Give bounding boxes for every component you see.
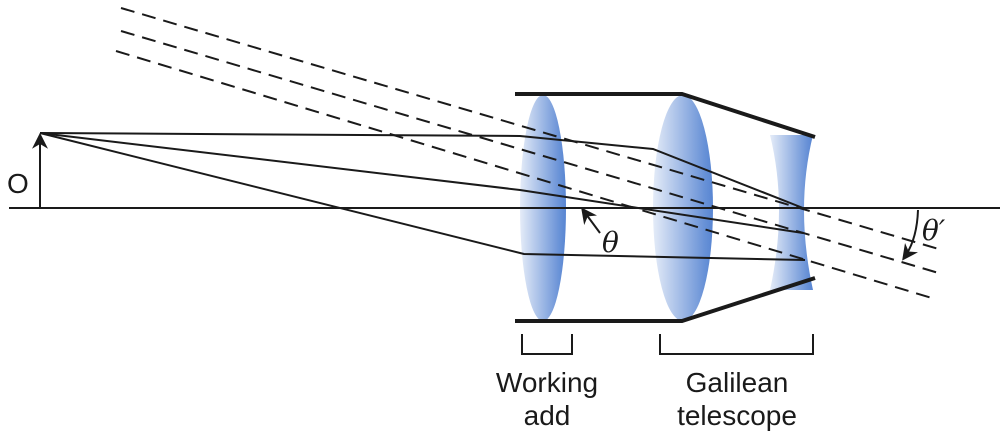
- theta-arrow: [581, 207, 601, 234]
- ray-bottom: [39, 132, 806, 261]
- working-add-label-line1: Working: [496, 367, 598, 398]
- dashed-rays: [115, 7, 943, 300]
- concave-eyepiece-lens: [770, 135, 813, 290]
- working-add-label-line2: add: [524, 400, 571, 431]
- ray-middle: [39, 132, 804, 234]
- housing-top: [515, 92, 816, 139]
- dashed-ray-3: [115, 50, 936, 300]
- dashed-ray-1: [120, 7, 943, 251]
- solid-rays: [39, 132, 806, 261]
- theta-label: θ: [602, 226, 619, 259]
- galilean-label-line2: telescope: [677, 400, 797, 431]
- dashed-ray-2: [120, 30, 943, 275]
- galilean-label-line1: Galilean: [686, 367, 789, 398]
- theta-prime-label: θ′: [922, 214, 946, 247]
- ray-top: [39, 132, 804, 209]
- object-label: O: [7, 168, 29, 199]
- housing-bottom: [515, 276, 816, 323]
- theta-prime-arc: [902, 209, 919, 261]
- working-add-bracket: [521, 334, 573, 355]
- galilean-bracket: [659, 334, 814, 355]
